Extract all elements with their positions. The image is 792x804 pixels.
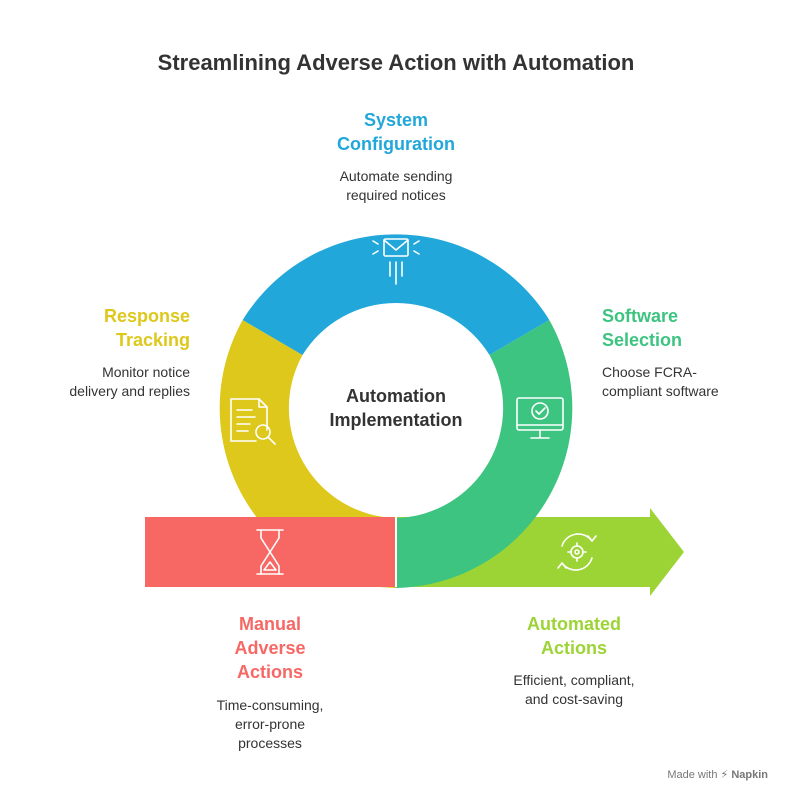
center-label-line2: Implementation [329, 410, 463, 430]
software-selection-desc: Choose FCRA- compliant software [602, 364, 719, 399]
software-selection-label: Software Selection [602, 306, 683, 350]
system-configuration-desc: Automate sending required notices [339, 168, 453, 203]
napkin-logo-icon: ⚡ [720, 769, 729, 781]
hourglass-icon [256, 529, 284, 575]
automated-actions-desc: Efficient, compliant, and cost-saving [513, 672, 635, 707]
response-tracking-desc: Monitor notice delivery and replies [69, 364, 190, 399]
software-selection-segment [396, 320, 573, 588]
envelope-icon [372, 238, 420, 285]
footer-brand: Napkin [731, 769, 768, 781]
document-search-icon [230, 398, 276, 445]
made-with-footer: Made with ⚡ Napkin [667, 768, 768, 781]
system-configuration-segment [242, 234, 550, 355]
diagram-title: Streamlining Adverse Action with Automat… [157, 50, 635, 75]
manual-adverse-actions-label: Manual Adverse Actions [234, 614, 306, 682]
system-configuration-label: System Configuration [337, 110, 455, 154]
gear-cycle-icon [557, 533, 597, 571]
automated-actions-label: Automated Actions [527, 614, 621, 658]
center-label: Automation Implementation [296, 384, 496, 432]
response-tracking-label: Response Tracking [103, 306, 190, 350]
center-label-line1: Automation [346, 386, 446, 406]
footer-prefix: Made with [667, 769, 718, 781]
monitor-check-icon [516, 397, 564, 439]
manual-adverse-actions-desc: Time-consuming, error-prone processes [216, 697, 324, 751]
